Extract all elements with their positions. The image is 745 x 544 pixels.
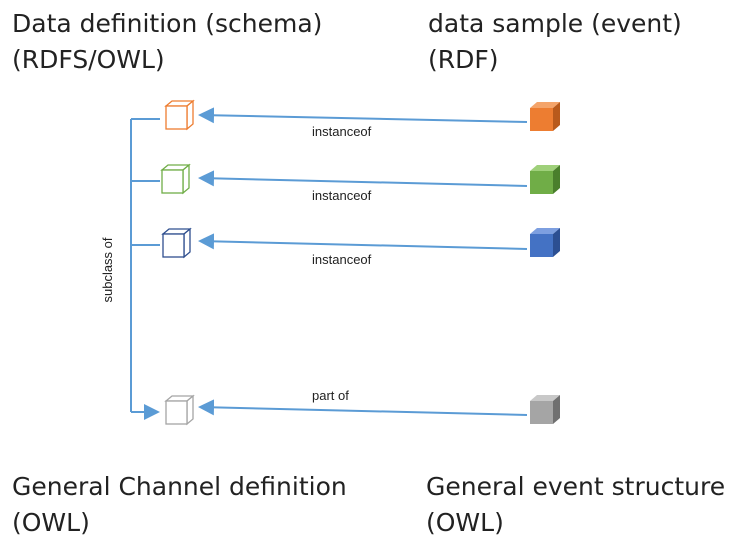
channel-footer-line2: (OWL) [12,508,90,537]
schema-heading: Data definition (schema) (RDFS/OWL) [12,6,322,78]
schema-heading-line1: Data definition (schema) [12,9,323,38]
arrows [198,107,528,416]
subclass-bracket: subclass of [100,118,160,420]
sample-cube-gray-icon [530,395,560,424]
schema-cube-gray-icon [164,394,195,426]
arrow-row-1 [198,107,528,124]
event-structure-footer: General event structure (OWL) [426,469,725,541]
schema-cube-blue-icon [161,227,192,259]
subclass-label: subclass of [100,237,115,302]
schema-cube-orange-icon [164,99,195,131]
arrow-row-2 [198,170,528,187]
edge-label-4: part of [312,388,349,403]
channel-footer-line1: General Channel definition [12,472,347,501]
edge-label-1: instanceof [312,124,372,139]
schema-heading-line2: (RDFS/OWL) [12,45,165,74]
sample-cube-blue-icon [530,228,560,257]
arrow-row-3 [198,233,528,250]
channel-definition-footer: General Channel definition (OWL) [12,469,347,541]
schema-cube-green-icon [160,163,191,195]
event-footer-line2: (OWL) [426,508,504,537]
edge-label-2: instanceof [312,188,372,203]
event-footer-line1: General event structure [426,472,726,501]
sample-heading: data sample (event) (RDF) [428,6,682,78]
arrow-row-4 [198,399,528,416]
sample-heading-line2: (RDF) [428,45,499,74]
sample-cube-orange-icon [530,102,560,131]
sample-heading-line1: data sample (event) [428,9,682,38]
sample-cube-green-icon [530,165,560,194]
edge-label-3: instanceof [312,252,372,267]
